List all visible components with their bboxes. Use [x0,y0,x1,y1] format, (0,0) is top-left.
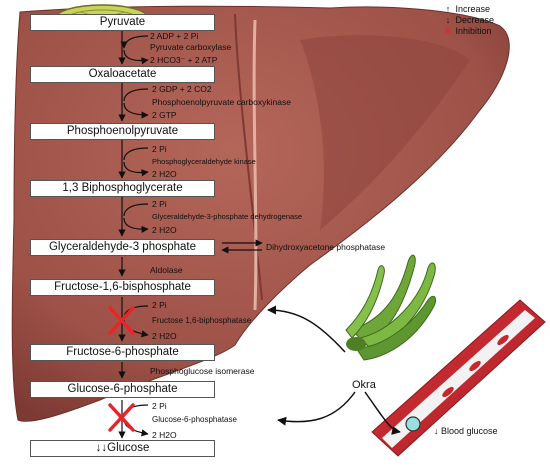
step5-side-reaction: Dihydroxyacetone phosphatase [266,242,386,252]
step6-enzyme: Fructose 1,6-biphosphatase [152,316,252,325]
metabolite-13-biphosphoglycerate: 1,3 Biphosphoglycerate [30,180,215,197]
legend-increase-label: Increase [455,4,491,14]
blood-glucose-label: ↓ Blood glucose [434,426,498,436]
metabolite-fructose-6-phosphate: Fructose-6-phosphate [30,344,215,361]
inhibition-cross-fbpase [108,306,135,335]
metabolite-glucose-6-phosphate: Glucose-6-phosphate [30,381,215,398]
step2-enzyme: Phosphoenolpyruvate carboxykinase [152,97,291,107]
step5-enzyme: Aldolase [150,265,183,275]
legend-increase: ↑ Increase [443,4,490,15]
metabolite-oxaloacetate: Oxaloacetate [30,66,215,83]
increase-arrow-icon: ↑ [445,4,451,14]
metabolite-glyceraldehyde-3-phosphate: Glyceraldehyde-3 phosphate [30,239,215,256]
step6-output: 2 H2O [152,331,177,341]
legend-decrease-label: Decrease [455,15,495,25]
step7-enzyme: Phosphoglucose isomerase [150,366,255,376]
step1-enzyme: Pyruvate carboxylase [150,42,232,52]
blood-vessel-illustration [371,299,546,457]
liver-ligament [252,19,258,311]
step4-output: 2 H2O [152,225,177,235]
step3-output: 2 H2O [152,169,177,179]
step3-enzyme: Phosphoglyceraldehyde kinase [152,157,256,166]
legend-decrease: ↓ Decrease [443,15,494,26]
metabolite-pyruvate: Pyruvate [30,14,215,31]
metabolite-phosphoenolpyruvate: Phosphoenolpyruvate [30,123,215,140]
inhibition-cross-icon: ✕ [444,26,452,36]
step8-enzyme: Glucose-6-phosphatase [152,415,237,424]
decrease-arrow-icon: ↓ [445,15,451,25]
step8-input: 2 Pi [152,401,167,411]
liver-lobe-line [234,13,263,301]
legend-inhibition-label: Inhibition [455,26,492,36]
step1-output: 2 HCO3⁻ + 2 ATP [150,55,218,65]
liver-shading [300,35,470,231]
step2-input: 2 GDP + 2 CO2 [152,84,212,94]
step6-input: 2 Pi [152,300,167,310]
inhibition-cross-g6pase [108,403,135,432]
step1-input: 2 ADP + 2 Pi [150,31,199,41]
legend-inhibition: ✕ Inhibition [443,26,492,37]
step2-output: 2 GTP [152,110,177,120]
step4-input: 2 Pi [152,199,167,209]
step4-enzyme: Glyceraldehyde-3-phosphate dehydrogenase [152,212,303,221]
step3-input: 2 Pi [152,144,167,154]
okra-illustration [345,254,437,361]
glucose-molecule-icon [405,416,421,432]
step8-output: 2 H2O [152,430,177,440]
metabolite-fructose-16-bisphosphate: Fructose-1,6-bisphosphate [30,279,215,296]
metabolite-glucose: ↓↓Glucose [30,440,215,457]
okra-label: Okra [352,379,376,391]
okra-effect-arrows [267,305,401,435]
